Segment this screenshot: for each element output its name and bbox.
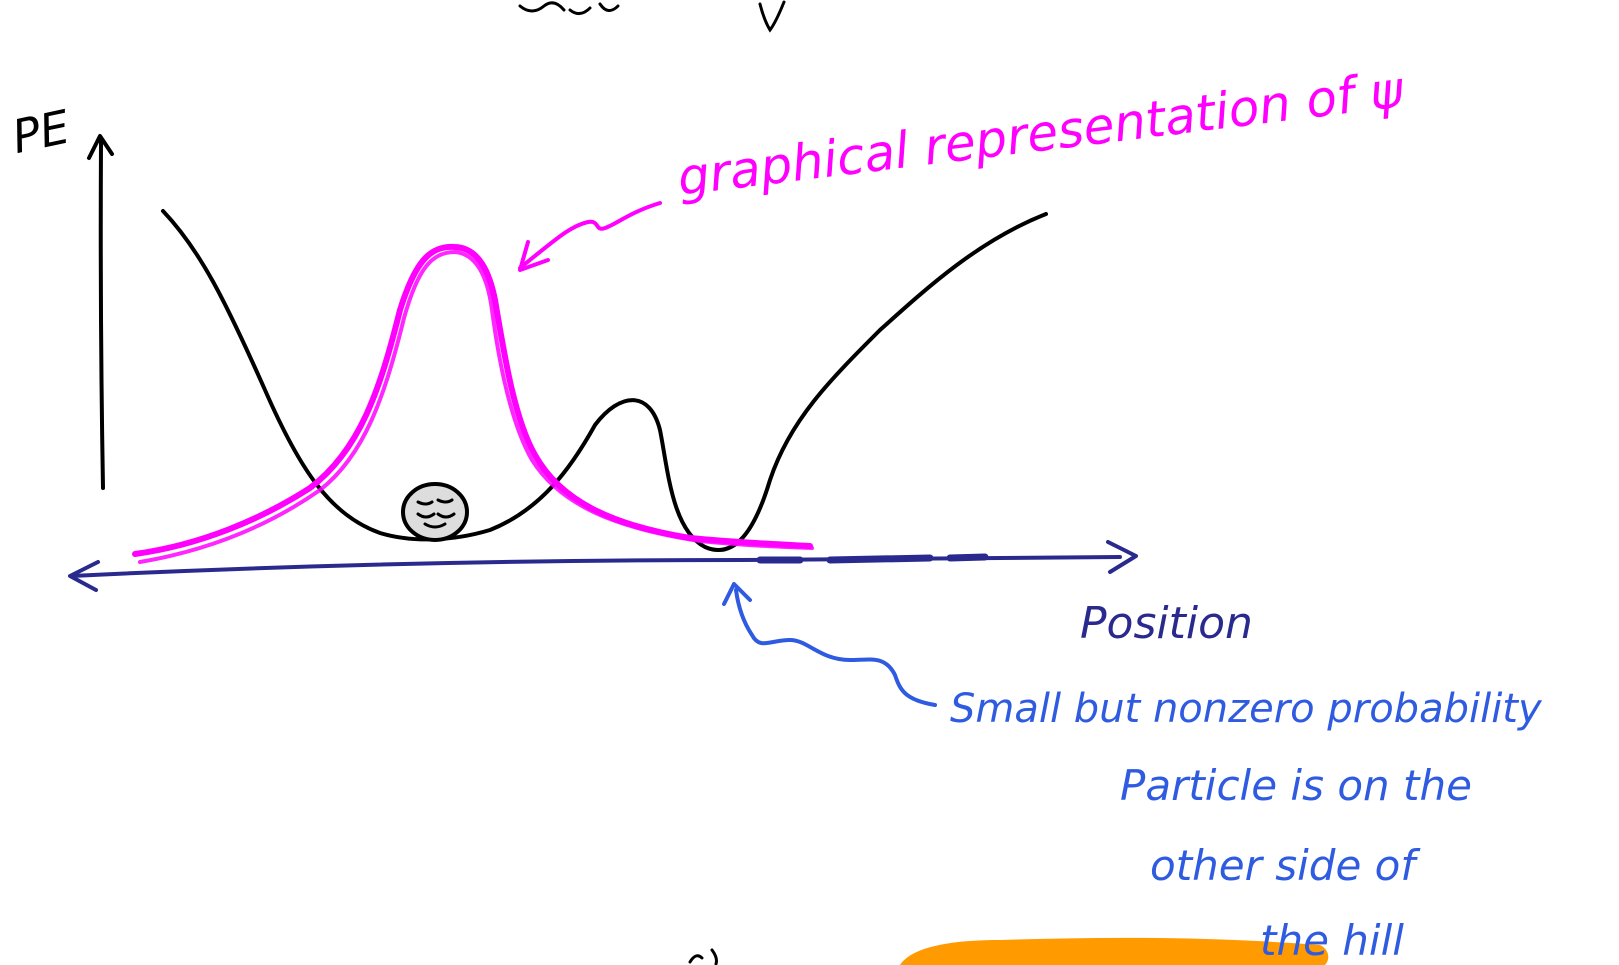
cutoff-handwriting-bottom	[688, 948, 718, 965]
x-axis-dash-overlay	[756, 553, 989, 564]
x-axis	[70, 555, 1122, 578]
x-axis-label: Position	[1080, 598, 1253, 649]
wavefunction-curve	[132, 243, 813, 557]
annotation-squiggle-arrow	[734, 588, 937, 707]
annotation-line-1: Small but nonzero probability	[950, 686, 1543, 732]
annotation-line-2: Particle is on the	[1120, 761, 1472, 810]
y-axis-arrowhead	[87, 134, 114, 160]
annotation-line-4: the hill	[1260, 916, 1404, 965]
x-axis-left-arrowhead	[68, 560, 100, 592]
x-axis-right-arrowhead	[1106, 540, 1138, 574]
orange-highlight-blob	[900, 937, 1329, 965]
y-axis	[98, 139, 105, 490]
annotation-arrowhead	[722, 582, 752, 606]
wavefunction-label: graphical representation of ψ	[674, 60, 1407, 207]
wavefunction-label-arrow	[518, 201, 662, 270]
wavefunction-arrowhead	[518, 240, 550, 272]
annotation-line-3: other side of	[1150, 841, 1421, 890]
y-axis-label: PE	[7, 100, 74, 165]
wavefunction-curve-overstroke	[138, 250, 814, 564]
particle-ball	[401, 482, 469, 542]
cutoff-handwriting-top	[518, 0, 786, 33]
potential-energy-curve	[161, 209, 1048, 552]
